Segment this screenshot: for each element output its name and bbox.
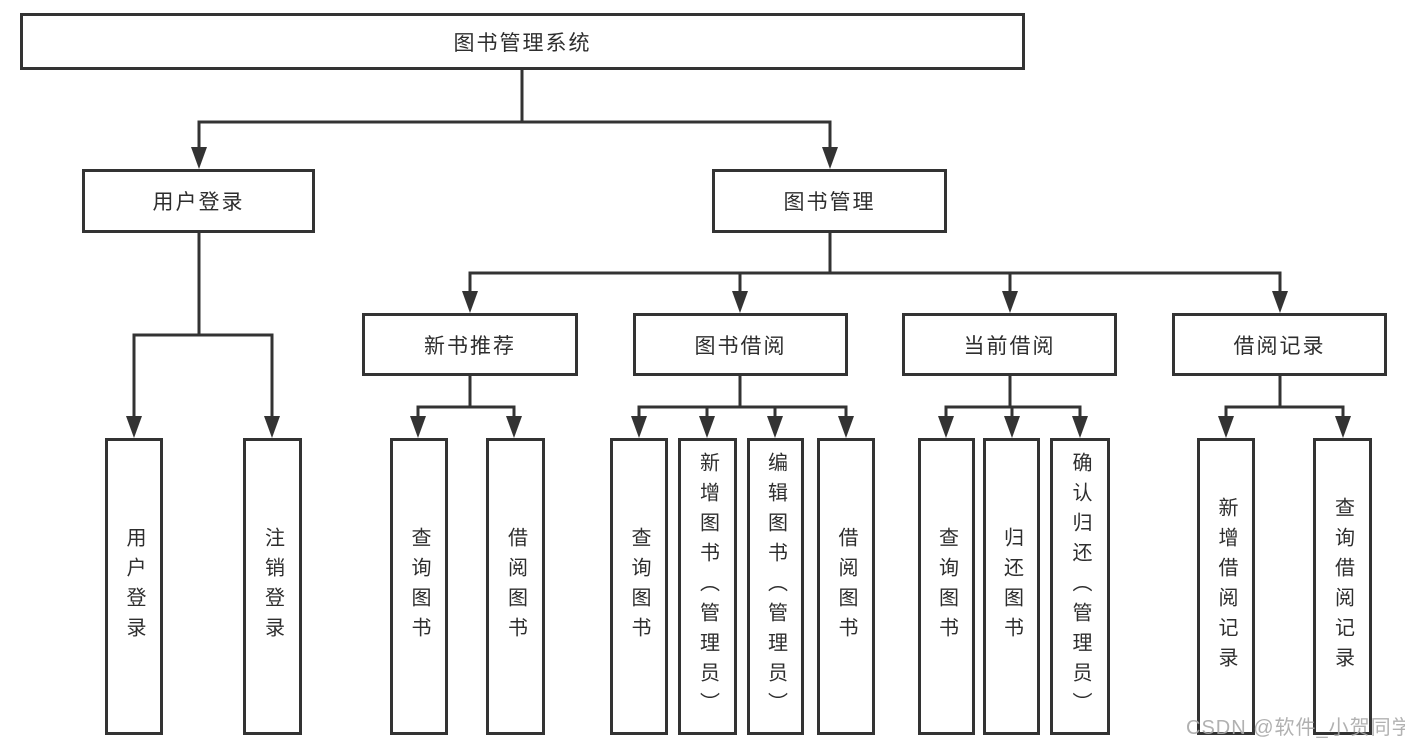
- leaf-add-book-admin: 新增图书（管理员）: [678, 438, 737, 735]
- leaf-confirm-return-admin: 确认归还（管理员）: [1050, 438, 1110, 735]
- node-label: 图书管理: [783, 191, 876, 214]
- node-label: 确认归还（管理员）: [1069, 451, 1091, 722]
- node-label: 用户登录: [123, 526, 145, 647]
- node-label: 图书借阅: [694, 334, 787, 358]
- node-new-book-recommend: 新书推荐: [362, 313, 578, 376]
- node-current-borrow: 当前借阅: [902, 313, 1117, 376]
- node-user-login: 用户登录: [82, 169, 315, 233]
- node-label: 查询图书: [408, 526, 430, 647]
- leaf-add-borrow-record: 新增借阅记录: [1197, 438, 1255, 735]
- node-label: 新书推荐: [424, 334, 516, 358]
- arrowhead-icons: [126, 147, 1351, 438]
- node-label: 当前借阅: [963, 334, 1056, 358]
- node-book-borrow: 图书借阅: [633, 313, 848, 376]
- node-label: 查询图书: [628, 526, 650, 647]
- leaf-query-books-recommend: 查询图书: [390, 438, 448, 735]
- node-label: 注销登录: [261, 526, 284, 647]
- leaf-edit-book-admin: 编辑图书（管理员）: [747, 438, 804, 735]
- leaf-query-books-current: 查询图书: [918, 438, 975, 735]
- node-label: 借阅图书: [504, 526, 527, 647]
- node-label: 图书管理系统: [453, 31, 592, 55]
- node-label: 用户登录: [152, 191, 245, 214]
- node-label: 查询图书: [935, 526, 958, 647]
- node-book-management-system: 图书管理系统: [20, 13, 1025, 70]
- leaf-user-login: 用户登录: [105, 438, 163, 735]
- node-label: 归还图书: [1000, 526, 1023, 647]
- node-borrow-records: 借阅记录: [1172, 313, 1387, 376]
- leaf-logout: 注销登录: [243, 438, 302, 735]
- csdn-watermark: CSDN @软件_小贺同学: [1186, 717, 1405, 739]
- leaf-borrow-books-recommend: 借阅图书: [486, 438, 545, 735]
- node-label: 新增借阅记录: [1215, 496, 1237, 677]
- leaf-query-borrow-record: 查询借阅记录: [1313, 438, 1372, 735]
- leaf-query-books-borrow: 查询图书: [610, 438, 668, 735]
- leaf-return-book: 归还图书: [983, 438, 1040, 735]
- node-label: 借阅图书: [835, 526, 857, 647]
- node-label: 新增图书（管理员）: [696, 451, 719, 722]
- node-label: 编辑图书（管理员）: [764, 451, 787, 722]
- node-book-management: 图书管理: [712, 169, 947, 233]
- leaf-borrow-books: 借阅图书: [817, 438, 875, 735]
- node-label: 查询借阅记录: [1331, 496, 1354, 677]
- node-label: 借阅记录: [1233, 334, 1326, 358]
